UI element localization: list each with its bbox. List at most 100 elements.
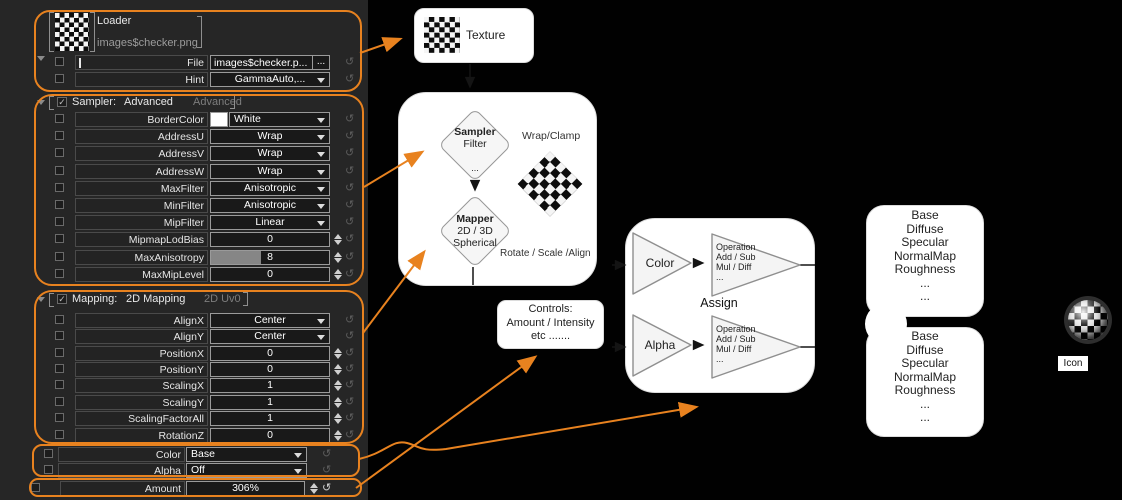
aligny-row: AlignY Center (0, 329, 368, 344)
scalingfactorall-field[interactable]: 1 (210, 411, 330, 426)
dropdown-arrow-icon (294, 469, 302, 474)
scalingy-row: ScalingY 1 (0, 395, 368, 410)
dropdown-arrow-icon (294, 453, 302, 458)
loader-group-outline (34, 10, 362, 92)
sampler-diamond-title: Sampler (454, 126, 496, 138)
alpha-row: Alpha Off (0, 463, 368, 478)
row-checkbox[interactable] (55, 364, 64, 373)
scalingfactorall-row: ScalingFactorAll 1 (0, 411, 368, 426)
addressv-row: AddressV Wrap (0, 146, 368, 161)
controls-line2: Amount / Intensity (506, 316, 595, 329)
controls-line3: etc ....... (530, 330, 571, 342)
scalingy-field[interactable]: 1 (210, 395, 330, 410)
row-checkbox[interactable] (55, 348, 64, 357)
channels-node-1[interactable] (866, 205, 984, 317)
file-path-field[interactable]: images$checker.p... ... (210, 55, 330, 70)
channels-node-2[interactable] (866, 327, 984, 437)
row-checkbox[interactable] (44, 465, 53, 474)
hint-dropdown[interactable]: GammaAuto,... (210, 72, 330, 87)
row-checkbox[interactable] (55, 217, 64, 226)
sampler-mapper-node[interactable] (398, 92, 597, 286)
addressv-dropdown[interactable]: Wrap (210, 146, 330, 161)
mapping-section-title: Mapping: (72, 293, 118, 305)
sampler-mode: Advanced (124, 96, 173, 108)
row-checkbox[interactable] (55, 57, 64, 66)
mapping-enable-checkbox[interactable]: ✓ (57, 294, 67, 304)
sampler-mode-hint: Advanced (193, 96, 242, 108)
mipmaplodbias-row: MipmapLodBias 0 (0, 232, 368, 247)
file-path-value: images$checker.p... (214, 57, 308, 69)
row-checkbox[interactable] (55, 331, 64, 340)
texture-node-label: Texture (466, 28, 506, 42)
scalingx-field[interactable]: 1 (210, 378, 330, 393)
amount-to-controls-arrow (355, 355, 538, 489)
browse-button[interactable]: ... (312, 56, 329, 69)
row-checkbox[interactable] (55, 166, 64, 175)
dropdown-arrow-icon (317, 187, 325, 192)
channels-node-2-text: Base Diffuse Specular NormalMap Roughnes… (893, 329, 956, 424)
sampler-enable-checkbox[interactable]: ✓ (57, 97, 67, 107)
controls-node-text: Controls: Amount / Intensity etc ....... (497, 303, 604, 344)
row-checkbox[interactable] (55, 430, 64, 439)
file-row: File images$checker.p... ... (0, 55, 368, 70)
row-checkbox[interactable] (55, 380, 64, 389)
mipmaplodbias-field[interactable]: 0 (210, 232, 330, 247)
minfilter-row: MinFilter Anisotropic (0, 198, 368, 213)
maxfilter-row: MaxFilter Anisotropic (0, 181, 368, 196)
bracket (90, 12, 95, 52)
collapse-triangle-icon[interactable] (37, 56, 45, 61)
minfilter-dropdown[interactable]: Anisotropic (210, 198, 330, 213)
aligny-dropdown[interactable]: Center (210, 329, 330, 344)
bracket (243, 292, 248, 306)
row-checkbox[interactable] (55, 200, 64, 209)
controls-node[interactable] (497, 300, 604, 349)
row-label: Hint (185, 74, 204, 86)
row-checkbox[interactable] (55, 148, 64, 157)
maxanisotropy-slider[interactable]: 8 (210, 250, 330, 265)
assign-label: Assign (700, 296, 738, 310)
alignx-row: AlignX Center (0, 313, 368, 328)
row-checkbox[interactable] (55, 413, 64, 422)
channels-node-1-text: Base Diffuse Specular NormalMap Roughnes… (893, 208, 956, 303)
amount-group-outline (29, 478, 362, 497)
alpha-triangle-label: Alpha (644, 338, 676, 352)
row-checkbox[interactable] (55, 183, 64, 192)
row-checkbox[interactable] (55, 397, 64, 406)
row-checkbox[interactable] (55, 315, 64, 324)
texture-checker-icon (424, 17, 460, 53)
positionx-field[interactable]: 0 (210, 346, 330, 361)
row-checkbox[interactable] (55, 269, 64, 278)
sampler-diamond-dots: ... (471, 163, 479, 173)
row-checkbox[interactable] (55, 252, 64, 261)
material-sphere-icon (1068, 300, 1108, 340)
row-checkbox[interactable] (55, 131, 64, 140)
mapping-mode: 2D Mapping (126, 293, 186, 305)
hint-row: Hint GammaAuto,... (0, 72, 368, 87)
bracket (197, 16, 202, 48)
maxmiplevel-field[interactable]: 0 (210, 267, 330, 282)
sampler-group-outline (34, 94, 364, 286)
operation1-text: Operation Add / Sub Mul / Diff ... (716, 242, 756, 282)
bordercolor-dropdown[interactable]: White (229, 112, 330, 127)
color-swatch[interactable] (210, 112, 228, 127)
coloralpha-to-assign-arrow (358, 401, 699, 460)
row-checkbox[interactable] (55, 234, 64, 243)
row-checkbox[interactable] (44, 449, 53, 458)
row-checkbox[interactable] (55, 114, 64, 123)
loader-filename: images$checker.png (97, 37, 198, 49)
alpha-dropdown[interactable]: Off (186, 463, 307, 478)
addressu-row: AddressU Wrap (0, 129, 368, 144)
addressw-dropdown[interactable]: Wrap (210, 164, 330, 179)
color-dropdown[interactable]: Base (186, 447, 307, 462)
alignx-dropdown[interactable]: Center (210, 313, 330, 328)
scalingx-row: ScalingX 1 (0, 378, 368, 393)
bracket (49, 12, 54, 52)
addressu-dropdown[interactable]: Wrap (210, 129, 330, 144)
positiony-field[interactable]: 0 (210, 362, 330, 377)
loader-section-title: Loader (97, 15, 132, 27)
mipfilter-dropdown[interactable]: Linear (210, 215, 330, 230)
maxfilter-dropdown[interactable]: Anisotropic (210, 181, 330, 196)
mapper-diamond-sub: 2D / 3D (457, 225, 493, 237)
row-checkbox[interactable] (55, 74, 64, 83)
positionx-row: PositionX 0 (0, 346, 368, 361)
